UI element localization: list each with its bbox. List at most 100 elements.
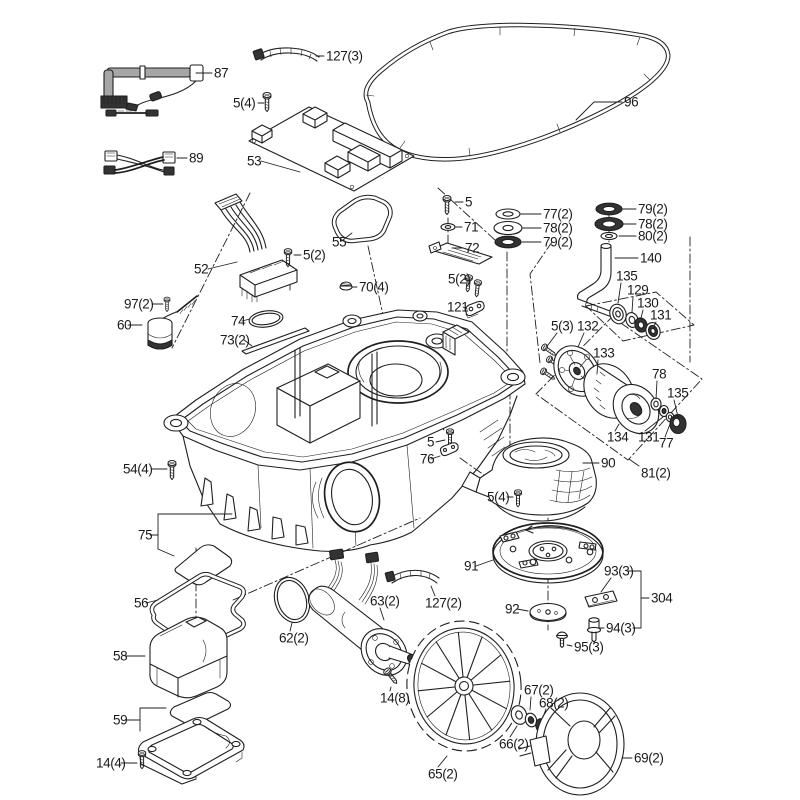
leader-line: [342, 232, 353, 241]
bearing-135: [609, 303, 627, 325]
part-label-77-2-17: 77(2): [543, 207, 573, 222]
part-label-68-2-58: 68(2): [539, 696, 569, 711]
wheel-cover-69-2: [518, 692, 625, 796]
blade-93-3: [584, 590, 618, 608]
clamp-76: [439, 442, 459, 457]
part-label-5848: 58: [113, 649, 127, 664]
wheel-65-2: [406, 620, 522, 752]
part-label-79-2-19: 79(2): [543, 235, 573, 250]
leader-line: [463, 278, 469, 282]
part-label-5949: 59: [113, 713, 127, 728]
part-label-94-3-62: 94(3): [606, 621, 636, 636]
part-label-5-4-3: 5(4): [233, 96, 255, 111]
leader-line: [614, 423, 620, 432]
part-label-80-2-22: 80(2): [638, 229, 668, 244]
part-label-13229: 132: [577, 319, 598, 334]
battery-58: [149, 616, 228, 699]
leader-line: [644, 416, 664, 432]
leader-line: [145, 599, 159, 604]
screw-5-top-right: [442, 195, 452, 216]
part-label-79-2-20: 79(2): [638, 202, 668, 217]
part-label-9145: 91: [464, 559, 478, 574]
screw-97-2: [163, 296, 171, 312]
part-label-73-2-13: 73(2): [220, 333, 250, 348]
tube-140: [576, 243, 613, 318]
wire-harness-87: [100, 64, 204, 117]
part-label-5-4-44: 5(4): [487, 490, 509, 505]
pad-75: [174, 544, 233, 586]
front-opening: [312, 461, 381, 533]
leader-line: [640, 309, 644, 319]
part-label-7115: 71: [464, 220, 478, 235]
screw-5-4-top: [262, 92, 272, 113]
part-label-14-4-50: 14(4): [96, 756, 126, 771]
part-label-5-2-37: 5(2): [448, 272, 470, 287]
leader-line: [389, 686, 392, 692]
part-label-93-3-60: 93(3): [604, 564, 634, 579]
part-label-5647: 56: [134, 596, 148, 611]
part-label-7412: 74: [231, 314, 246, 329]
part-label-63-2-52: 63(2): [370, 594, 400, 609]
washer-78-right: [650, 397, 662, 411]
leader-line: [547, 332, 558, 346]
seal-ring-55: [331, 194, 393, 244]
wheel-motor-63-2: [307, 548, 418, 676]
leader-line: [577, 332, 585, 348]
leader-line: [430, 585, 436, 597]
part-label-7216: 72: [465, 241, 479, 256]
part-label-13127: 131: [650, 308, 671, 323]
part-label-81-2-36: 81(2): [641, 466, 671, 481]
leader-line: [655, 380, 658, 400]
part-label-7735: 77: [659, 436, 673, 451]
leader-line: [617, 282, 622, 304]
washer-71: [440, 223, 456, 231]
part-label-65-2-55: 65(2): [428, 767, 458, 782]
leader-line: [435, 439, 446, 443]
leader-line: [628, 458, 640, 467]
part-label-12138: 121: [447, 300, 468, 315]
part-label-5-3-28: 5(3): [551, 319, 573, 334]
part-label-534: 53: [247, 154, 261, 169]
part-label-7831: 78: [652, 367, 666, 382]
part-label-541: 5: [427, 435, 434, 450]
leader-line: [509, 725, 518, 738]
leader-line: [653, 321, 657, 327]
leader-line: [542, 708, 547, 718]
part-label-14023: 140: [640, 251, 661, 266]
screw-94-3: [586, 617, 602, 643]
screw-95-3: [556, 631, 568, 649]
part-label-78-2-18: 78(2): [543, 221, 573, 236]
washer-67-2: [524, 712, 538, 728]
part-label-70-4-9: 70(4): [359, 280, 389, 295]
part-label-514: 5: [465, 195, 472, 210]
part-label-7642: 76: [420, 452, 434, 467]
leader-line: [207, 261, 238, 270]
part-label-13026: 130: [637, 296, 658, 311]
part-label-14-8-54: 14(8): [380, 691, 410, 706]
part-label-62-2-51: 62(2): [279, 631, 309, 646]
strip-73-2: [241, 327, 310, 355]
part-label-95-3-63: 95(3): [574, 640, 604, 655]
leader-line: [430, 455, 441, 460]
washer-stack-right: [594, 202, 624, 241]
part-label-13433: 134: [607, 430, 629, 445]
part-label-54-4-39: 54(4): [123, 462, 153, 477]
leader-line: [241, 318, 251, 322]
part-label-30461: 304: [651, 591, 673, 606]
sensor-60: [147, 295, 198, 350]
leader-line: [596, 359, 599, 375]
washer-66-2: [510, 705, 528, 725]
part-label-12925: 129: [627, 283, 648, 298]
part-label-127-3-1: 127(3): [326, 49, 363, 64]
part-label-5-2-7: 5(2): [303, 248, 325, 263]
o-ring-62-2: [273, 576, 311, 624]
leader-line: [243, 339, 253, 347]
cable-tie-127-3: [252, 47, 320, 62]
motor-assembly: [538, 342, 687, 435]
rotor-134: [583, 363, 660, 435]
leader-line: [260, 160, 301, 173]
ring-130: [634, 317, 648, 333]
part-label-9043: 90: [601, 456, 615, 471]
